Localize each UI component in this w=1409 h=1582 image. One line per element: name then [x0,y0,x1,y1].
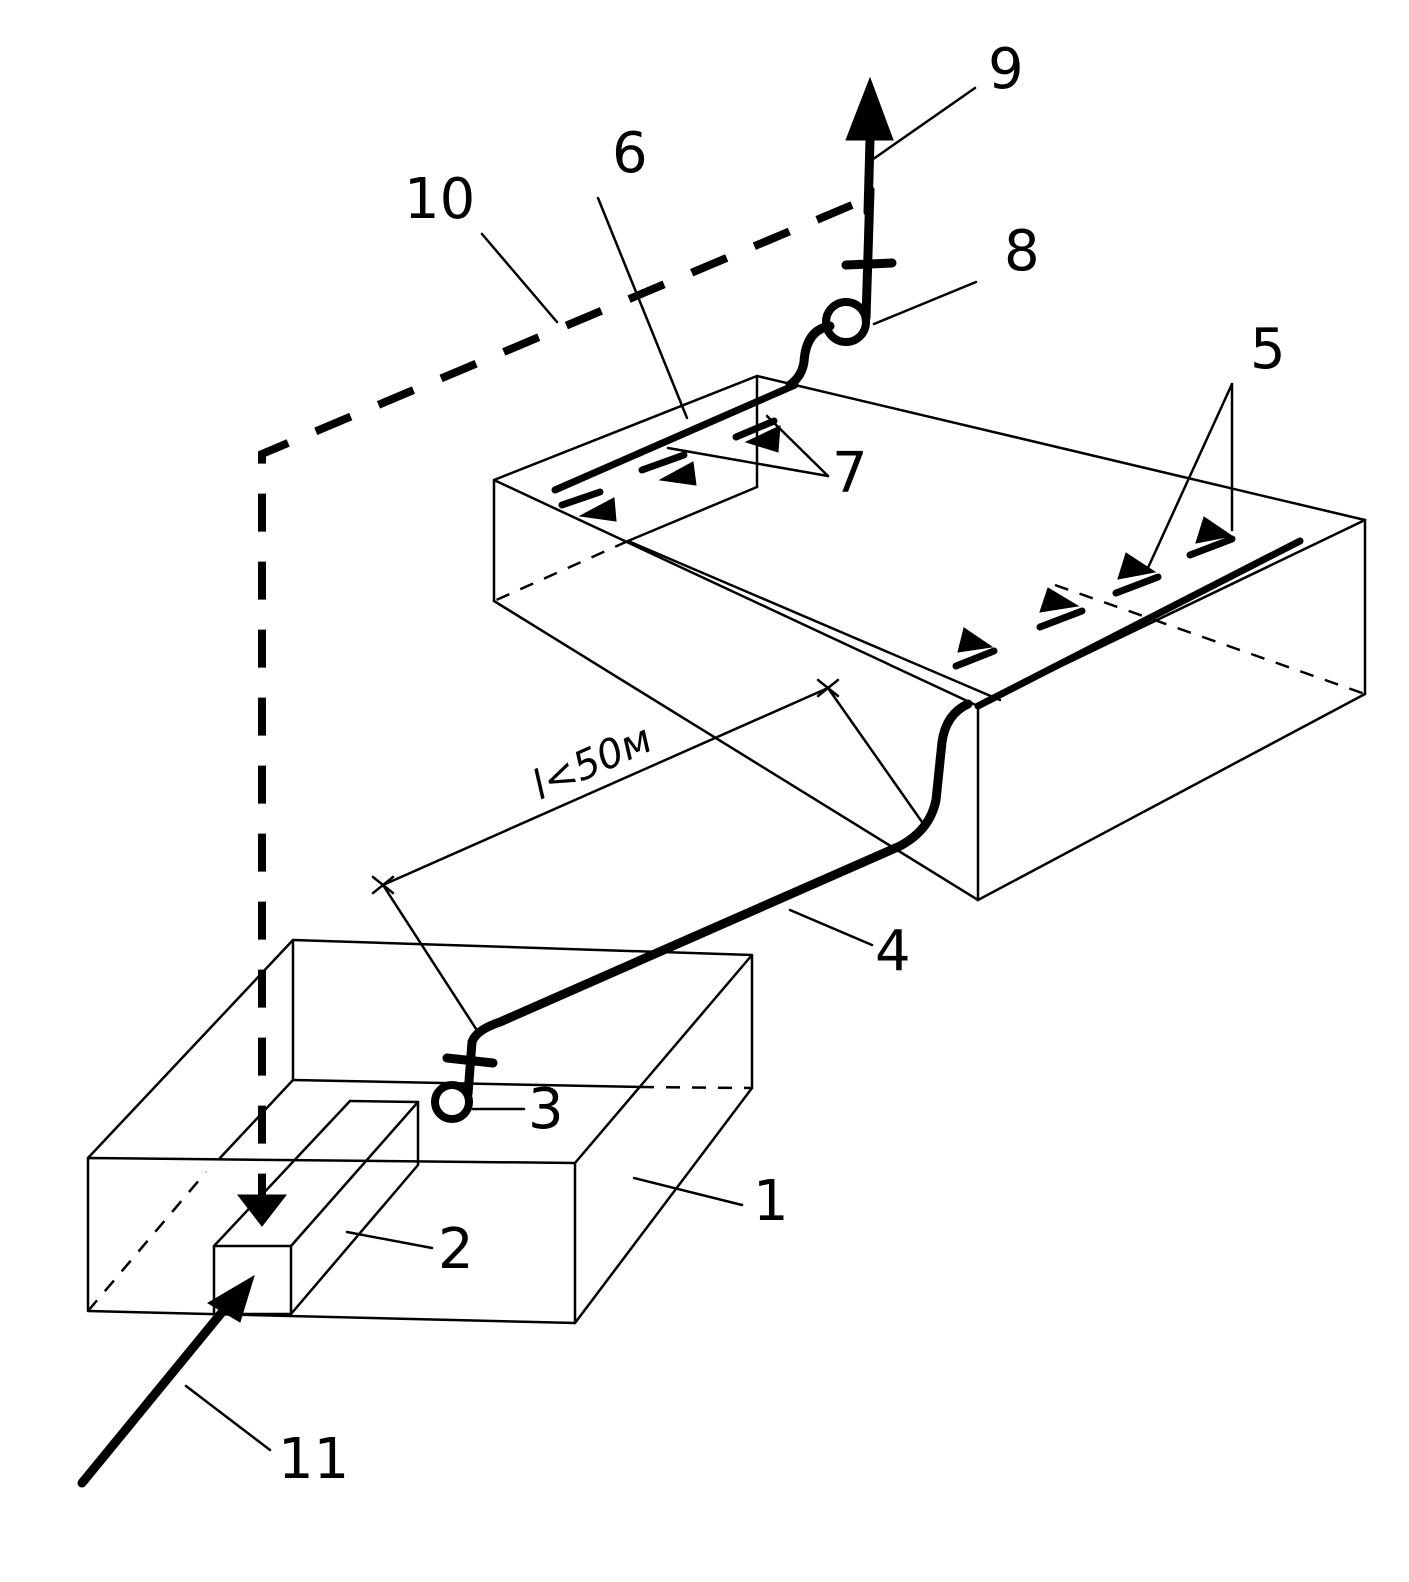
label-7: 7 [832,441,868,506]
distribution-pipe-back [551,381,799,494]
leader-lines [184,86,1234,1452]
label-9: 9 [988,37,1024,102]
label-3: 3 [528,1077,564,1142]
inner-chamber [212,1099,420,1316]
inlet-arrow [77,1274,255,1488]
lower-pump [431,1037,498,1123]
nozzle-front-3 [1112,552,1162,597]
return-line [236,201,854,1227]
outlet-arrow [845,76,894,217]
nozzle-front-2 [1036,587,1086,631]
nozzle-front-4 [1186,516,1236,559]
label-8: 8 [1004,219,1040,284]
label-10: 10 [404,167,475,232]
reference-labels: 1 2 3 4 5 6 7 8 9 10 11 [278,37,1286,1492]
nozzles-back [558,417,781,522]
upper-pump [785,185,897,390]
dimension-line: l<50м [371,678,924,1037]
nozzle-front-1 [952,627,998,670]
nozzle-back-3 [732,417,781,453]
label-11: 11 [278,1427,349,1492]
distribution-pipe-front [974,537,1304,710]
nozzles-front [952,516,1236,670]
label-2: 2 [438,1217,474,1282]
label-4: 4 [875,919,911,984]
label-5: 5 [1250,317,1286,382]
lower-tank [86,938,754,1325]
label-1: 1 [753,1169,789,1234]
pipeline [467,699,973,1047]
upper-basin [492,374,1367,902]
nozzle-back-1 [558,488,617,522]
label-6: 6 [612,121,648,186]
nozzle-back-2 [638,451,697,486]
dimension-label: l<50м [525,716,659,809]
